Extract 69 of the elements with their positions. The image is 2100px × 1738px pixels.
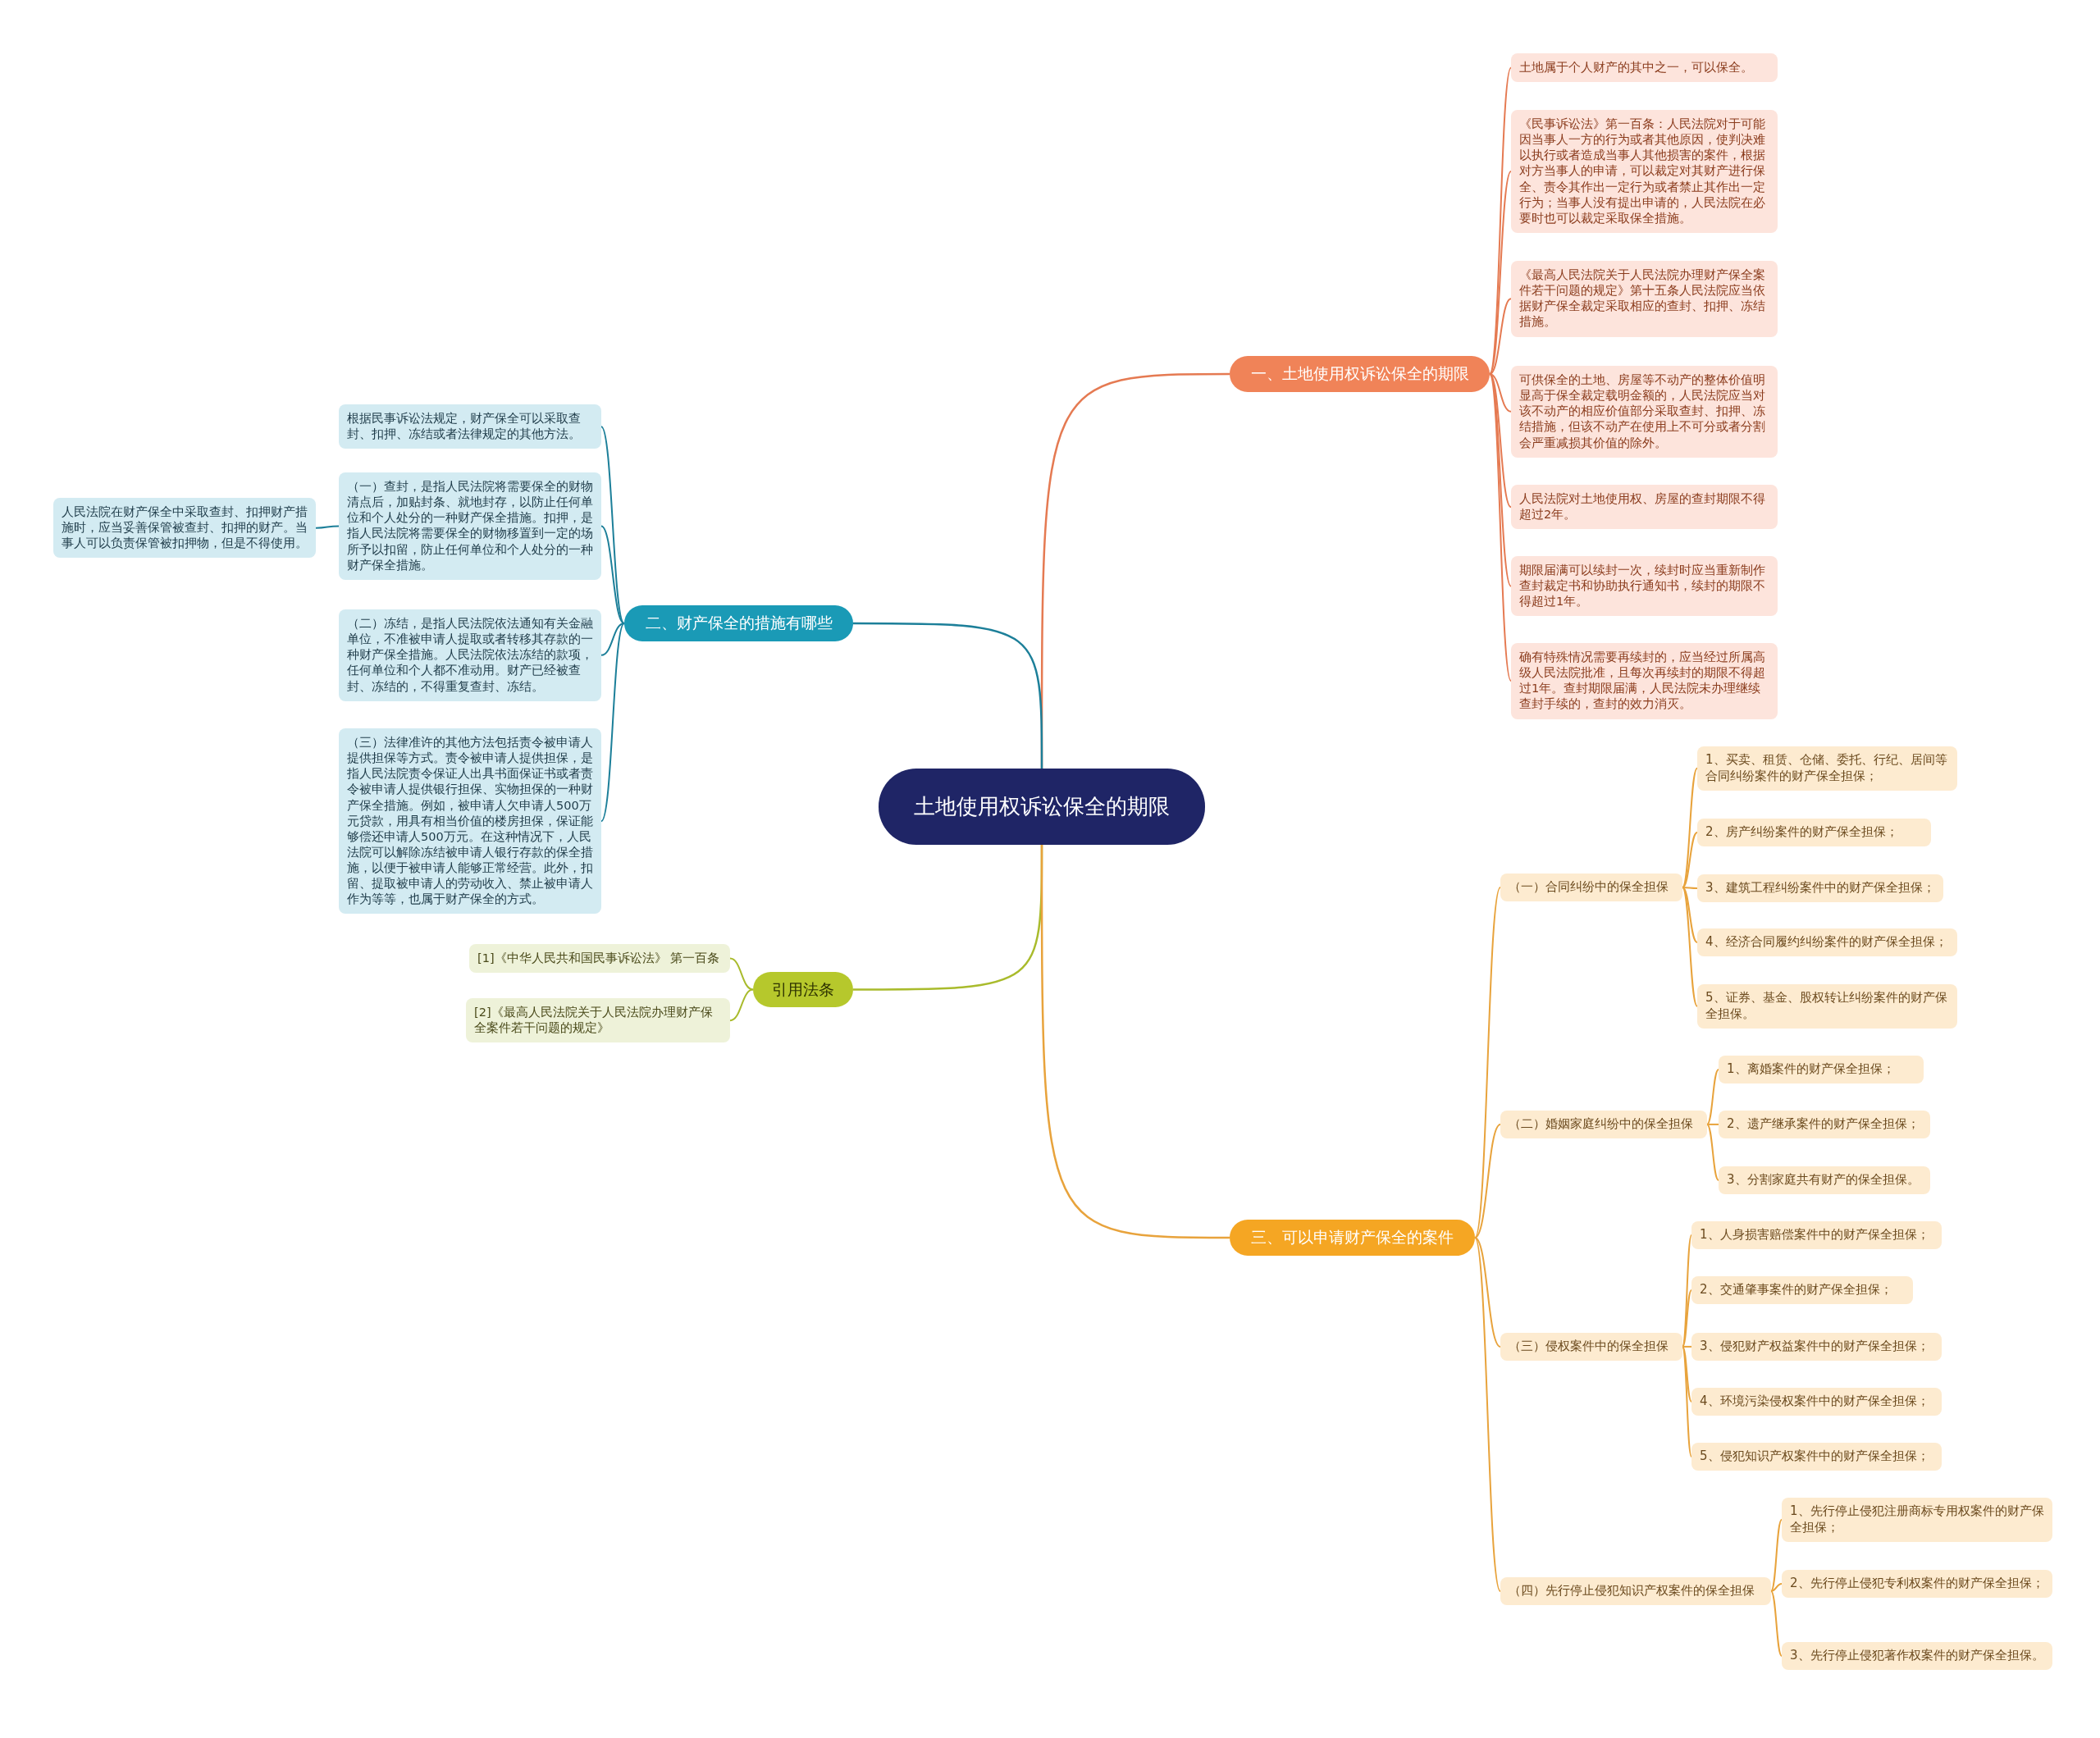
connector-line <box>1706 1068 1719 1125</box>
connector-line <box>1770 1518 1783 1592</box>
connector-line <box>1682 1345 1692 1403</box>
text-card: 土地属于个人财产的其中之一，可以保全。 <box>1511 53 1778 83</box>
connector-line <box>729 988 754 1022</box>
text-card: 3、侵犯财产权益案件中的财产保全担保； <box>1691 1333 1942 1361</box>
text-card: 3、分割家庭共有财产的保全担保。 <box>1719 1166 1930 1194</box>
text-card: 4、经济合同履约纠纷案件的财产保全担保； <box>1697 928 1957 956</box>
text-card: 可供保全的土地、房屋等不动产的整体价值明显高于保全裁定载明金额的，人民法院应当对该不动产的相应价值部分采取查封、扣押、冻结措施，但该不动产在使用上不可分或者分割会严重减损其价值的除外。 <box>1511 366 1778 458</box>
text-card: 人民法院对土地使用权、房屋的查封期限不得超过2年。 <box>1511 485 1778 530</box>
connector-line <box>1706 1123 1719 1181</box>
connector-line <box>600 426 625 624</box>
connector-line <box>1682 886 1698 1007</box>
connector-line <box>1489 373 1512 682</box>
text-card: [1]《中华人民共和国民事诉讼法》 第一百条 <box>469 944 730 974</box>
text-card: 2、房产纠纷案件的财产保全担保； <box>1697 819 1931 846</box>
branch-topic: 一、土地使用权诉讼保全的期限 <box>1230 356 1490 392</box>
connector-line <box>1040 845 1230 1239</box>
connector-line <box>1489 170 1512 375</box>
connector-line <box>1770 1590 1783 1657</box>
text-card: 《民事诉讼法》第一百条：人民法院对于可能因当事人一方的行为或者其他原因，使判决难以执行或者造成当事人其他损害的案件，根据对方当事人的申请，可以裁定对其财产进行保全、责令其作出一定行为或者禁止其作出一定行为；当事人没有提出申请的，人民法院在必要时也可以裁定采取保全措施。 <box>1511 110 1778 233</box>
connector-line <box>1489 298 1512 375</box>
connector-line <box>600 623 625 823</box>
connector-line <box>315 525 340 529</box>
connector-line <box>600 525 625 624</box>
text-card: （二）冻结，是指人民法院依法通知有关金融单位，不准被申请人提取或者转移其存款的一种财产保全措施。人民法院依法冻结的款项，任何单位和个人都不准动用。财产已经被查封、冻结的，不得重复查封、冻结。 <box>339 609 601 701</box>
connector-line <box>1474 1123 1501 1238</box>
text-card: （一）查封，是指人民法院将需要保全的财物清点后，加贴封条、就地封存，以防止任何单位和个人处分的一种财产保全措施。扣押，是指人民法院将需要保全的财物移置到一定的场所予以扣留，防止任何单位和个人处分的一种财产保全措施。 <box>339 472 601 580</box>
subtopic-card: （三）侵权案件中的保全担保 <box>1500 1333 1682 1361</box>
text-card: 人民法院在财产保全中采取查封、扣押财产措施时，应当妥善保管被查封、扣押的财产。当事人可以负责保管被扣押物，但是不得使用。 <box>53 498 316 559</box>
text-card: 1、离婚案件的财产保全担保； <box>1719 1056 1924 1083</box>
connector-line <box>1682 767 1698 888</box>
connector-line <box>1489 373 1512 509</box>
subtopic-card: （四）先行停止侵犯知识产权案件的保全担保 <box>1500 1577 1771 1605</box>
text-card: 《最高人民法院关于人民法院办理财产保全案件若干问题的规定》第十五条人民法院应当依据财产保全裁定采取相应的查封、扣押、冻结措施。 <box>1511 261 1778 337</box>
central-topic: 土地使用权诉讼保全的期限 <box>879 769 1205 845</box>
text-card: 确有特殊情况需要再续封的，应当经过所属高级人民法院批准，且每次再续封的期限不得超过1年。查封期限届满，人民法院未办理继续查封手续的，查封的效力消灭。 <box>1511 643 1778 719</box>
text-card: 1、人身损害赔偿案件中的财产保全担保； <box>1691 1221 1942 1249</box>
text-card: 1、先行停止侵犯注册商标专用权案件的财产保全担保； <box>1782 1498 2052 1542</box>
branch-topic: 二、财产保全的措施有哪些 <box>624 605 853 641</box>
connector-line <box>1682 886 1698 943</box>
text-card: 2、交通肇事案件的财产保全担保； <box>1691 1276 1913 1304</box>
text-card: 2、先行停止侵犯专利权案件的财产保全担保； <box>1782 1570 2052 1598</box>
connector-line <box>729 957 754 991</box>
text-card: [2]《最高人民法院关于人民法院办理财产保全案件若干问题的规定》 <box>466 998 730 1043</box>
connector-line <box>1489 66 1512 375</box>
connector-line <box>1682 831 1698 888</box>
connector-line <box>1474 1237 1501 1592</box>
connector-line <box>600 623 625 656</box>
connector-line <box>1474 886 1501 1238</box>
connector-line <box>853 622 1043 769</box>
text-card: 3、建筑工程纠纷案件中的财产保全担保； <box>1697 874 1943 902</box>
branch-topic: 引用法条 <box>753 972 853 1008</box>
connector-line <box>1682 1289 1692 1348</box>
connector-line <box>1474 1237 1501 1348</box>
text-card: 5、侵犯知识产权案件中的财产保全担保； <box>1691 1443 1942 1471</box>
connector-line <box>1489 373 1512 413</box>
text-card: 2、遗产继承案件的财产保全担保； <box>1719 1111 1930 1138</box>
text-card: （三）法律准许的其他方法包括责令被申请人提供担保等方式。责令被申请人提供担保，是指人民法院责令保证人出具书面保证书或者责令被申请人提供银行担保、实物担保的一种财产保全措施。例如，被申请人欠申请人500万元贷款，用具有相当价值的楼房担保，保证能够偿还申请人500万元。在这种情况下，人民法院可以解除冻结被申请人银行存款的保全措施，以便于被申请人能够正常经营。此外，扣留、提取被申请人的劳动收入、禁止被申请人作为等等，也属于财产保全的方式。 <box>339 728 601 915</box>
text-card: 根据民事诉讼法规定，财产保全可以采取查封、扣押、冻结或者法律规定的其他方法。 <box>339 404 601 449</box>
text-card: 5、证券、基金、股权转让纠纷案件的财产保全担保。 <box>1697 984 1957 1029</box>
subtopic-card: （一）合同纠纷中的保全担保 <box>1500 874 1682 901</box>
text-card: 期限届满可以续封一次，续封时应当重新制作查封裁定书和协助执行通知书，续封的期限不得超过1年。 <box>1511 556 1778 617</box>
subtopic-card: （二）婚姻家庭纠纷中的保全担保 <box>1500 1111 1707 1138</box>
branch-topic: 三、可以申请财产保全的案件 <box>1230 1220 1475 1256</box>
text-card: 3、先行停止侵犯著作权案件的财产保全担保。 <box>1782 1642 2052 1670</box>
connector-line <box>1682 886 1698 889</box>
text-card: 1、买卖、租赁、仓储、委托、行纪、居间等合同纠纷案件的财产保全担保； <box>1697 746 1957 791</box>
text-card: 4、环境污染侵权案件中的财产保全担保； <box>1691 1388 1942 1416</box>
